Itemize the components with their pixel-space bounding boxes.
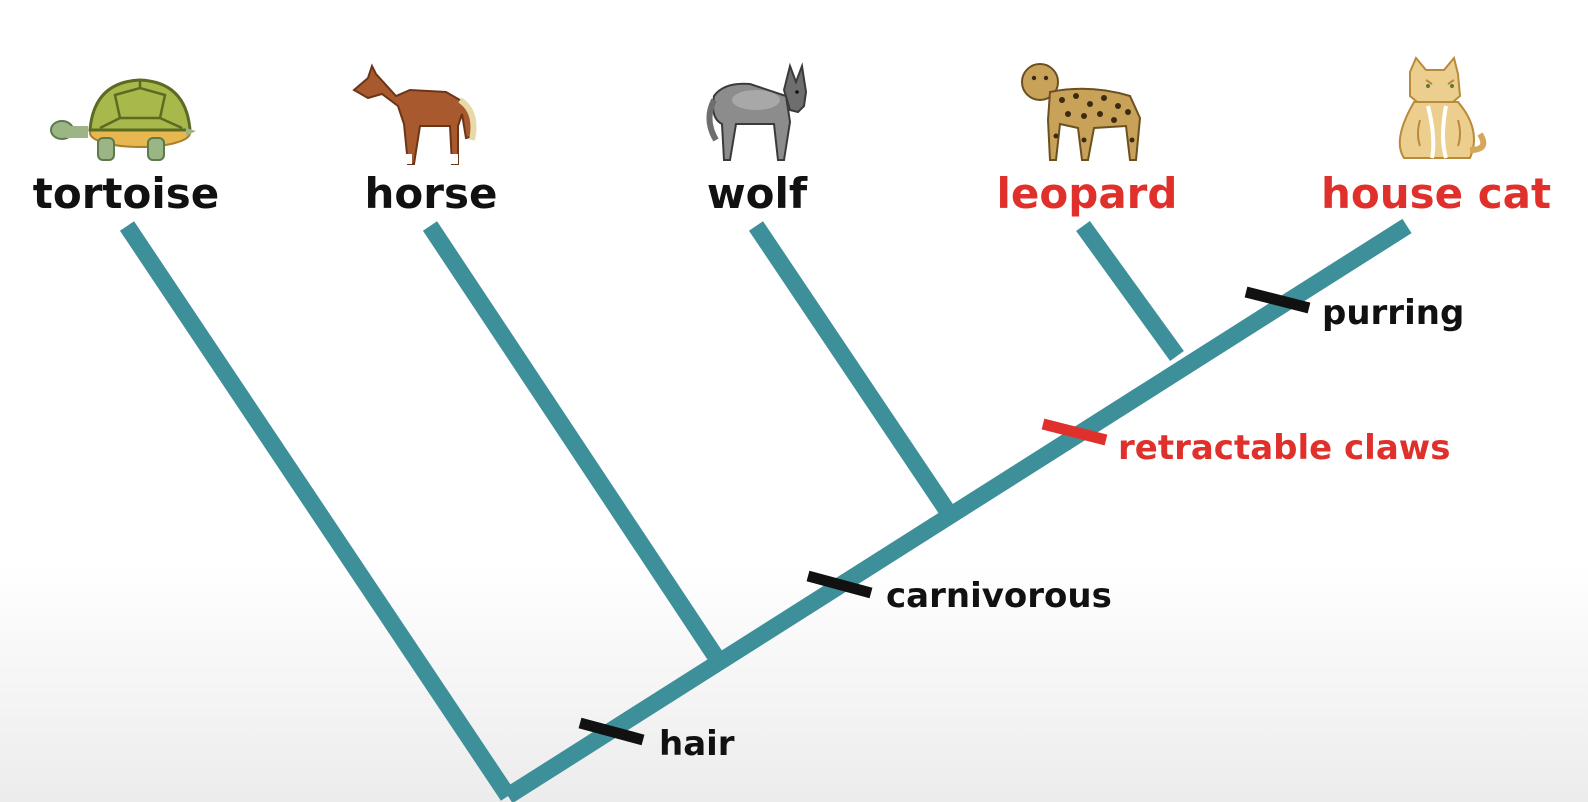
branches	[119, 218, 1412, 802]
taxon-label-leopard: leopard	[997, 169, 1178, 218]
tortoise-icon	[50, 78, 196, 161]
leopard-icon	[1021, 63, 1142, 161]
taxon-label-wolf: wolf	[707, 169, 808, 218]
trait-label-purring: purring	[1322, 293, 1464, 333]
wolf-icon	[706, 62, 808, 161]
trait-label-hair: hair	[659, 724, 735, 764]
mark-purring	[1244, 286, 1311, 314]
taxon-label-house-cat: house cat	[1321, 169, 1551, 218]
branch-tortoise	[119, 221, 516, 801]
taxon-label-horse: horse	[365, 169, 498, 218]
branch-wolf	[748, 221, 954, 514]
taxon-label-tortoise: tortoise	[33, 169, 219, 218]
mark-hair	[578, 717, 645, 746]
trait-label-retractable-claws: retractable claws	[1118, 428, 1450, 468]
trait-marks	[578, 286, 1311, 746]
trait-label-carnivorous: carnivorous	[886, 576, 1112, 616]
horse-icon	[352, 63, 477, 165]
mark-carnivorous	[806, 570, 873, 599]
house-cat-icon	[1398, 55, 1487, 159]
branch-horse	[422, 221, 724, 662]
mark-retractable-claws	[1041, 418, 1108, 446]
branch-main-trunk	[503, 218, 1412, 802]
branch-leopard	[1076, 221, 1184, 361]
